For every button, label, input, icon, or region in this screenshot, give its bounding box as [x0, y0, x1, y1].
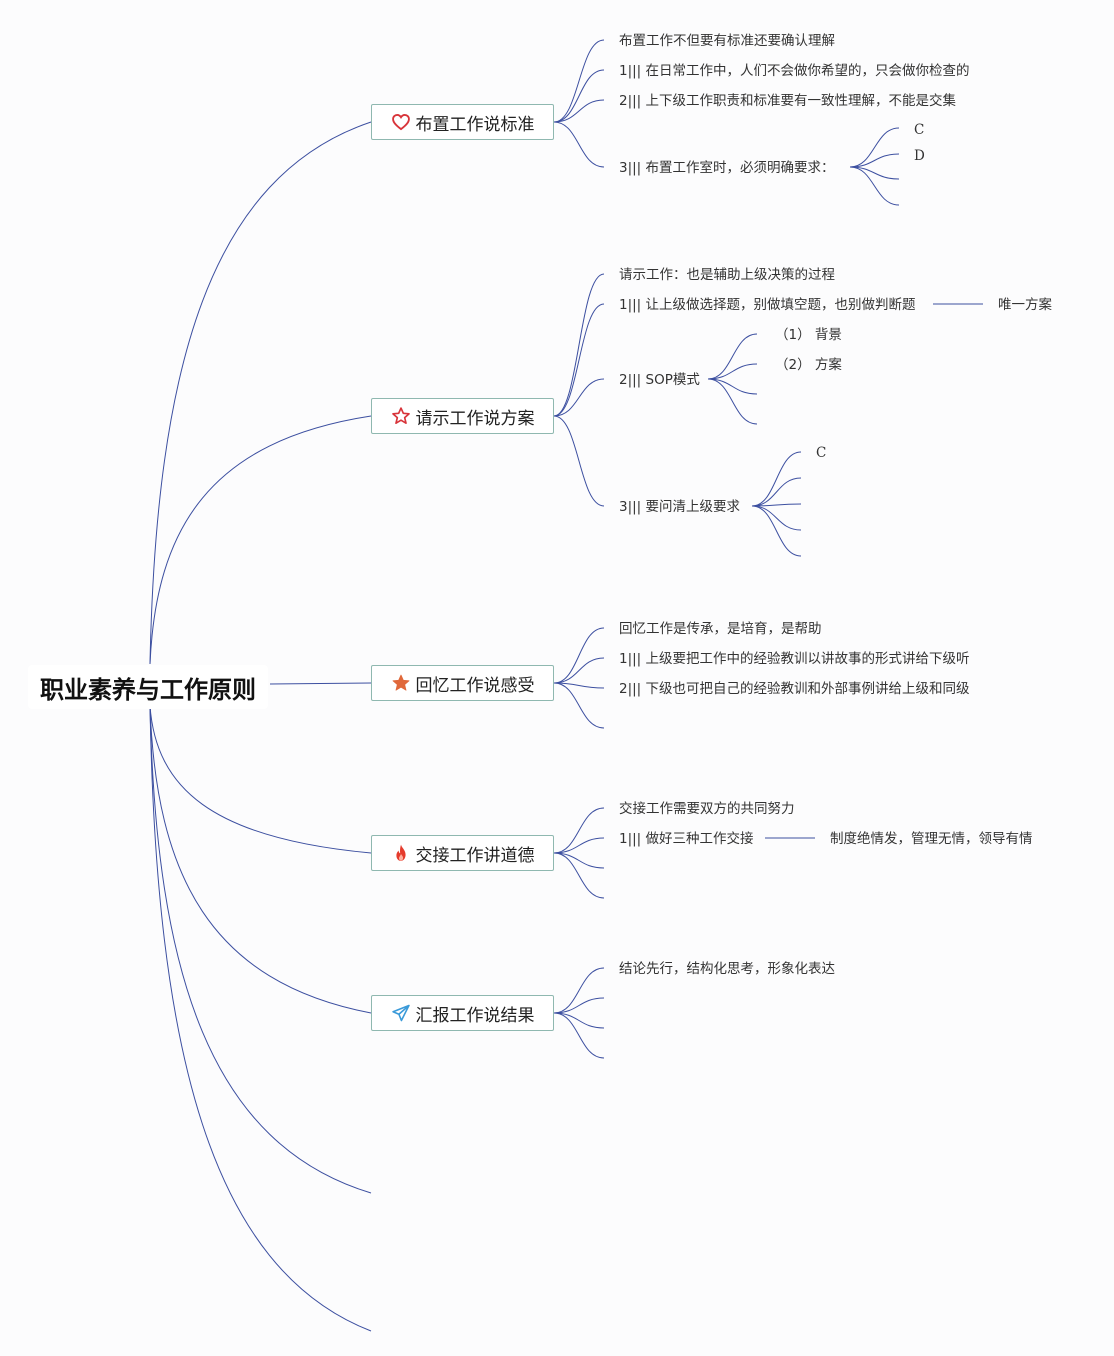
link-root-empty-2 — [149, 705, 372, 1332]
link-req-4 — [751, 505, 802, 557]
branch-node-handover[interactable]: 交接工作讲道德 — [371, 835, 554, 871]
link-sop-2 — [707, 378, 758, 395]
link-root-request — [149, 415, 372, 665]
link-req-2 — [751, 503, 802, 507]
leaf-request-3-c: C — [816, 445, 827, 461]
leaf-sop-plan: （2） 方案 — [775, 357, 842, 373]
root-node[interactable]: 职业素养与工作原则 — [28, 665, 268, 709]
link-request-0 — [553, 273, 605, 417]
leaf-assign-intro: 布置工作不但要有标准还要确认理解 — [619, 33, 835, 49]
link-root-report — [149, 705, 372, 1014]
branch-title: 回忆工作说感受 — [415, 675, 535, 696]
link-assign-3-sub-0 — [849, 127, 900, 168]
branch-title: 请示工作说方案 — [415, 408, 535, 429]
link-assign-0 — [553, 39, 605, 123]
link-root-assign — [149, 121, 372, 665]
leaf-assign-3: 3||| 布置工作室时，必须明确要求： — [619, 160, 835, 176]
link-root-empty-1 — [149, 705, 372, 1194]
link-report-1 — [553, 997, 605, 1014]
link-report-2 — [553, 1012, 605, 1029]
link-request-1 — [553, 303, 605, 417]
link-recall-1 — [553, 657, 605, 684]
link-root-handover — [149, 705, 372, 854]
link-recall-0 — [553, 627, 605, 684]
leaf-request-intro: 请示工作：也是辅助上级决策的过程 — [619, 267, 835, 283]
flame-icon — [391, 843, 411, 863]
leaf-request-1-option: 唯一方案 — [998, 297, 1052, 313]
branch-node-request[interactable]: 请示工作说方案 — [371, 398, 554, 434]
leaf-handover-intro: 交接工作需要双方的共同努力 — [619, 801, 795, 817]
link-recall-3 — [553, 682, 605, 729]
link-sop-1 — [707, 363, 758, 380]
link-recall-2 — [553, 682, 605, 689]
link-sop-0 — [707, 333, 758, 380]
link-request-3 — [553, 415, 605, 507]
leaf-recall-1: 1||| 上级要把工作中的经验教训以讲故事的形式讲给下级听 — [619, 651, 970, 667]
link-request-2 — [553, 378, 605, 417]
leaf-assign-1: 1||| 在日常工作中，人们不会做你希望的，只会做你检查的 — [619, 63, 970, 79]
leaf-recall-2: 2||| 下级也可把自己的经验教训和外部事例讲给上级和同级 — [619, 681, 970, 697]
leaf-request-2: 2||| SOP模式 — [619, 372, 700, 388]
leaf-assign-3-c: C — [914, 122, 925, 138]
link-sop-3 — [707, 378, 758, 425]
link-assign-2 — [553, 99, 605, 123]
link-root-recall — [269, 682, 372, 685]
branch-title: 交接工作讲道德 — [415, 845, 535, 866]
leaf-assign-3-d: D — [914, 148, 925, 164]
link-req-3 — [751, 505, 802, 531]
link-assign-3-sub-1 — [849, 153, 900, 168]
leaf-handover-1-detail: 制度绝情发，管理无情，领导有情 — [830, 831, 1033, 847]
leaf-report-intro: 结论先行，结构化思考，形象化表达 — [619, 961, 835, 977]
branch-node-report[interactable]: 汇报工作说结果 — [371, 995, 554, 1031]
leaf-handover-1: 1||| 做好三种工作交接 — [619, 831, 754, 847]
heart-icon — [391, 112, 411, 132]
link-handover-2 — [553, 852, 605, 869]
star-filled-icon — [391, 673, 411, 693]
link-assign-3-sub-3 — [849, 166, 900, 206]
link-req-1 — [751, 477, 802, 507]
link-req-0 — [751, 451, 802, 507]
link-handover-1 — [553, 837, 605, 854]
root-title: 职业素养与工作原则 — [40, 675, 256, 704]
leaf-request-1: 1||| 让上级做选择题，别做填空题，也别做判断题 — [619, 297, 916, 313]
leaf-request-3: 3||| 要问清上级要求 — [619, 499, 741, 515]
leaf-sop-background: （1） 背景 — [775, 327, 842, 343]
link-assign-1 — [553, 69, 605, 123]
branch-title: 汇报工作说结果 — [415, 1005, 535, 1026]
link-handover-3 — [553, 852, 605, 899]
branch-node-assign[interactable]: 布置工作说标准 — [371, 104, 554, 140]
leaf-assign-2: 2||| 上下级工作职责和标准要有一致性理解，不能是交集 — [619, 93, 957, 109]
link-report-3 — [553, 1012, 605, 1059]
leaf-recall-intro: 回忆工作是传承，是培育，是帮助 — [619, 621, 822, 637]
send-icon — [391, 1003, 411, 1023]
branch-node-recall[interactable]: 回忆工作说感受 — [371, 665, 554, 701]
branch-title: 布置工作说标准 — [415, 114, 535, 135]
star-outline-icon — [391, 406, 411, 426]
link-assign-3 — [553, 121, 605, 168]
link-report-0 — [553, 967, 605, 1014]
link-handover-0 — [553, 807, 605, 854]
